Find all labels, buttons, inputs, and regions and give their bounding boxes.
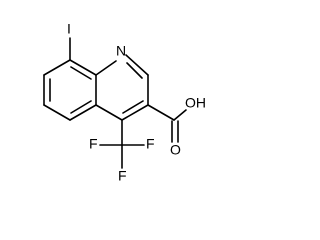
- structure-diagram: I N OH O F F F: [43, 21, 206, 184]
- bond-n1-c2-inner: [126, 62, 143, 79]
- bond-cooh-oh: [173, 109, 187, 121]
- bond-c8a-n1: [95, 60, 117, 76]
- atom-iodine: I: [67, 21, 71, 37]
- bond-c8a-c8: [69, 59, 97, 76]
- atom-fluorine-bottom: F: [118, 168, 127, 184]
- atom-hydroxyl: OH: [185, 95, 206, 111]
- bond-c3-cooh: [147, 104, 175, 121]
- atom-fluorine-right: F: [146, 136, 155, 152]
- bond-c3-c4-inner: [122, 100, 144, 114]
- bond-c3-c4: [121, 104, 149, 121]
- bond-c8a-c8-inner: [70, 66, 92, 80]
- bond-c6-c5: [43, 104, 71, 121]
- atom-carbonyl-oxygen: O: [170, 142, 181, 158]
- atom-nitrogen: N: [116, 43, 126, 59]
- bonds: [43, 37, 187, 169]
- bond-c4-c4a: [95, 104, 123, 121]
- atom-fluorine-left: F: [89, 136, 98, 152]
- molecule-canvas: I N OH O F F F: [43, 21, 206, 184]
- atom-labels: I N OH O F F F: [67, 21, 206, 184]
- bond-c5-c4a-inner: [70, 100, 92, 114]
- bond-n1-c2: [125, 54, 149, 76]
- bond-c8-c7: [43, 59, 71, 76]
- bond-c5-c4a: [69, 104, 97, 121]
